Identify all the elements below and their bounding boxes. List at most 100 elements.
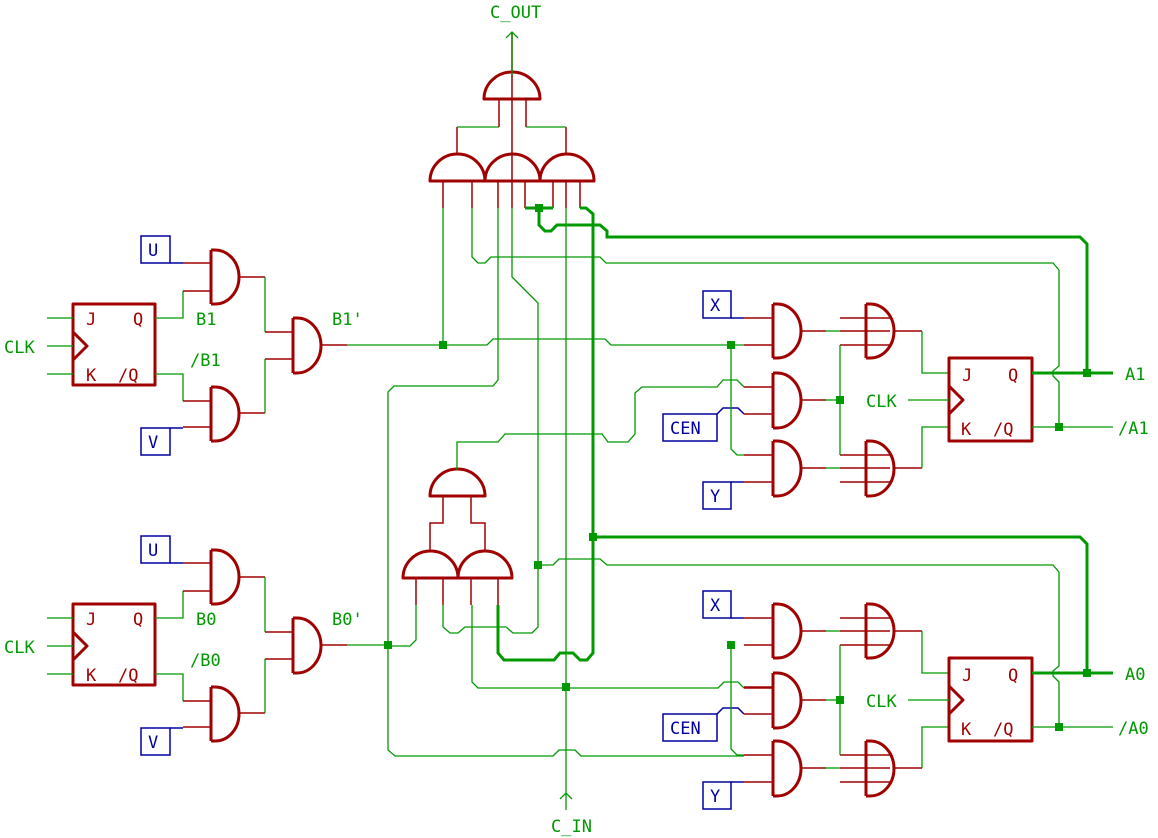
and-gate — [293, 316, 323, 375]
u-port-box — [140, 235, 171, 264]
ff-pin-j: J — [86, 310, 96, 330]
wire — [155, 591, 184, 619]
wire — [442, 208, 539, 634]
carry-and-gate — [483, 152, 542, 183]
b-signal-label: B0 — [196, 610, 216, 630]
a-output-label: A0 — [1125, 665, 1145, 685]
cen-port-box — [662, 413, 718, 442]
ff-pin-nq: /Q — [993, 720, 1013, 740]
carry-and-gate — [428, 152, 487, 183]
clk-label: CLK — [866, 692, 897, 712]
u-port-box — [140, 535, 171, 564]
wire — [471, 605, 745, 689]
c-in-arrow-icon — [559, 792, 573, 800]
clk-label: CLK — [4, 338, 35, 358]
b0prime-bus — [387, 208, 744, 757]
wire — [538, 558, 1060, 573]
c-in-label: C_IN — [551, 817, 592, 837]
jk-flip-flop-stage_b0 — [71, 602, 157, 687]
carry-and-gate — [401, 549, 460, 580]
ff-pin-j: J — [962, 666, 972, 686]
b-signal-label: B1 — [196, 310, 216, 330]
ff-pin-k: K — [86, 666, 97, 686]
ff-pin-j: J — [962, 366, 972, 386]
and-gate — [773, 302, 803, 360]
u-port-box-label: U — [148, 541, 158, 561]
carry-or-gate — [428, 467, 487, 498]
ff-pin-k: K — [961, 720, 972, 740]
jk-flip-flop-stage_b1 — [71, 302, 157, 387]
junction-dot — [836, 696, 844, 704]
na-output-label: /A1 — [1118, 419, 1149, 439]
cen-port-box — [662, 713, 718, 742]
wire — [429, 496, 444, 551]
y-port-box-label: Y — [710, 487, 720, 507]
v-port-box-label: V — [148, 433, 158, 453]
ff-pin-q: Q — [133, 310, 143, 330]
y-port-box-label: Y — [710, 787, 720, 807]
a0-feedback-bus — [593, 535, 1089, 673]
wire — [730, 645, 744, 756]
and-gate — [293, 616, 323, 675]
y-port-box — [702, 481, 732, 510]
wire — [921, 726, 949, 768]
wire — [155, 373, 184, 401]
ff-pin-j: J — [86, 610, 96, 630]
and-gate — [211, 685, 241, 743]
ff-pin-q: Q — [133, 610, 143, 630]
carry-or-gate — [482, 70, 542, 101]
and-gate — [773, 739, 803, 798]
a-output-label: A1 — [1125, 365, 1145, 385]
wire — [155, 291, 184, 319]
clk-label: CLK — [866, 392, 897, 412]
wire — [155, 673, 184, 701]
clock-input-triangle — [947, 384, 965, 416]
v-port-box — [140, 427, 171, 456]
ff-pin-nq: /Q — [118, 666, 138, 686]
and-gate — [773, 602, 803, 660]
ff-pin-q: Q — [1008, 666, 1018, 686]
ff-pin-k: K — [86, 366, 97, 386]
bprime-signal-label: B1' — [332, 310, 363, 330]
wire — [388, 605, 417, 647]
x-port-box — [702, 290, 732, 319]
clock-input-triangle — [71, 330, 89, 362]
cen-port-box-label: CEN — [670, 419, 701, 439]
wire — [471, 208, 1060, 271]
x-port-box-label: X — [710, 596, 721, 616]
c-out-arrow-icon — [505, 31, 519, 39]
carry-and-gate — [456, 549, 514, 580]
ff-pin-nq: /Q — [118, 366, 138, 386]
wire — [1052, 572, 1060, 727]
na-output-label: /A0 — [1118, 719, 1149, 739]
b1prime-bus — [347, 338, 744, 346]
wire — [730, 345, 744, 456]
ff-pin-nq: /Q — [993, 420, 1013, 440]
clock-input-triangle — [71, 630, 89, 662]
wire — [921, 631, 949, 674]
junction-dot — [727, 641, 735, 649]
wire — [921, 426, 949, 468]
wire — [921, 331, 949, 374]
and-gate — [773, 371, 803, 430]
a1-feedback-bus — [537, 208, 1089, 373]
clk-label: CLK — [4, 638, 35, 658]
y-port-box — [702, 781, 732, 810]
x-port-box — [702, 590, 732, 619]
wire — [470, 496, 486, 551]
carry-mid-wire — [456, 379, 745, 470]
ff-pin-k: K — [961, 420, 972, 440]
clock-input-triangle — [947, 684, 965, 716]
and-gate — [211, 548, 241, 606]
and-gate — [211, 248, 241, 306]
u-port-box-label: U — [148, 241, 158, 261]
nb-signal-label: /B1 — [190, 351, 221, 371]
bprime-signal-label: B0' — [332, 610, 363, 630]
v-port-box — [140, 727, 171, 756]
junction-dot — [562, 683, 570, 691]
cen-port-box-label: CEN — [670, 719, 701, 739]
c-out-label: C_OUT — [490, 3, 541, 23]
ff-pin-q: Q — [1008, 366, 1018, 386]
